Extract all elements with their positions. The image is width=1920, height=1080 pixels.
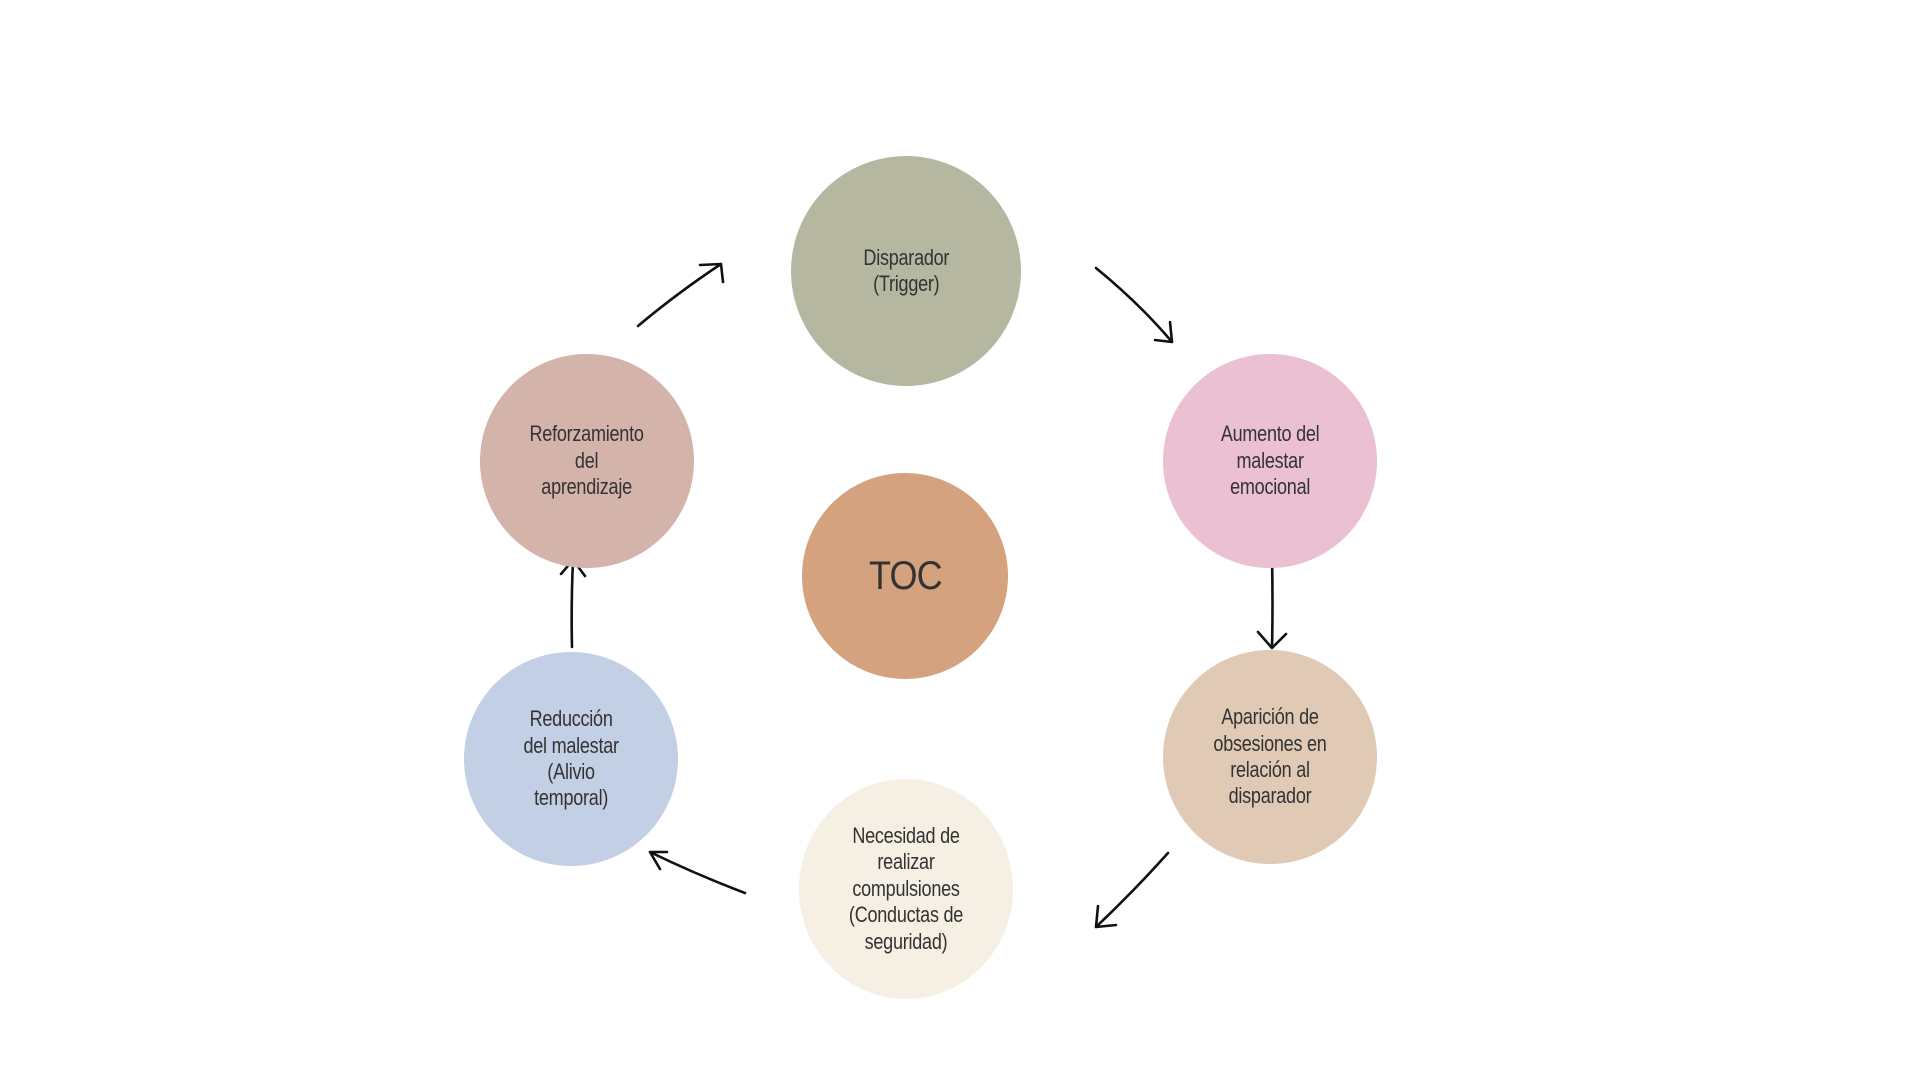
step-label-obsessions: Aparición de obsesiones en relación al d… <box>1213 704 1327 809</box>
step-node-trigger: Disparador (Trigger) <box>791 156 1021 386</box>
step-node-compulsions: Necesidad de realizar compulsiones (Cond… <box>799 779 1013 999</box>
arrow-reinforcement-to-trigger <box>636 262 725 328</box>
arrow-relief-to-reinforcement <box>559 558 587 649</box>
center-node-toc: TOC <box>802 473 1008 679</box>
step-label-reinforcement: Reforzamiento del aprendizaje <box>529 421 645 500</box>
step-label-distress: Aumento del malestar emocional <box>1220 421 1320 500</box>
arrow-obsessions-to-compulsions <box>1094 851 1170 929</box>
step-label-relief: Reducción del malestar (Alivio temporal) <box>523 706 619 811</box>
step-node-relief: Reducción del malestar (Alivio temporal) <box>464 652 678 866</box>
step-label-compulsions: Necesidad de realizar compulsiones (Cond… <box>848 823 964 954</box>
arrow-distress-to-obsessions <box>1256 556 1288 650</box>
arrow-compulsions-to-relief <box>648 850 747 895</box>
center-label: TOC <box>868 554 943 598</box>
step-node-reinforcement: Reforzamiento del aprendizaje <box>480 354 694 568</box>
step-node-distress: Aumento del malestar emocional <box>1163 354 1377 568</box>
arrow-trigger-to-distress <box>1094 266 1174 344</box>
step-node-obsessions: Aparición de obsesiones en relación al d… <box>1163 650 1377 864</box>
step-label-trigger: Disparador (Trigger) <box>863 244 949 296</box>
